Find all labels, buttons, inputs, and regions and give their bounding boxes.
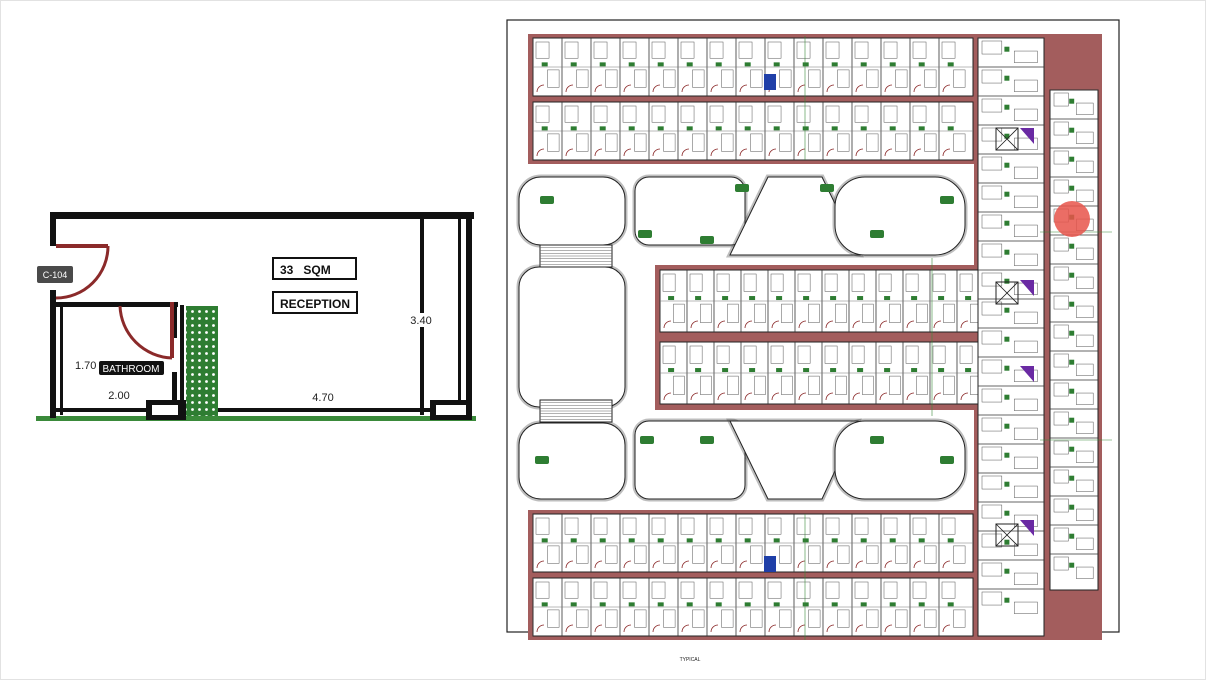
area-box	[272, 257, 357, 280]
ground-line	[36, 416, 476, 421]
bathroom-label: BATHROOM	[102, 364, 159, 375]
courtyard-pods	[516, 174, 968, 502]
bathroom-tag	[99, 361, 164, 375]
north-block-upper	[532, 37, 974, 97]
stair-cores	[764, 36, 1112, 640]
entry-door	[55, 244, 110, 300]
pod-sw	[516, 420, 628, 502]
south-block-lower	[532, 577, 974, 637]
pod-s2	[726, 418, 862, 502]
north-block-lower	[532, 101, 974, 161]
center-block-lower	[659, 341, 986, 405]
pod-n3	[832, 174, 968, 258]
unit-code-tag	[37, 266, 73, 283]
pod-nw	[516, 174, 628, 248]
lattice-screen	[186, 306, 218, 416]
room-name-box	[272, 291, 358, 314]
pod-s1	[632, 418, 748, 502]
floor-plan-caption: TYPICAL	[680, 657, 701, 663]
unit-walls	[50, 212, 474, 420]
pod-stairs	[539, 244, 613, 423]
unit-code-label: C-104	[43, 270, 68, 280]
pod-n2	[726, 174, 864, 258]
dimension-height: 3.40	[410, 315, 431, 327]
area-label: 33 SQM	[280, 263, 331, 277]
south-block-upper	[532, 513, 974, 573]
dimension-width: 4.70	[312, 392, 333, 404]
dimension-bath-height: 1.70	[75, 360, 96, 372]
dimension-bath-width: 2.00	[108, 390, 129, 402]
bathroom-door	[118, 302, 174, 360]
room-name-label: RECEPTION	[280, 297, 350, 311]
pod-west	[516, 264, 628, 410]
pod-s3	[832, 418, 968, 502]
highlight-marker	[1054, 201, 1090, 237]
center-block-upper	[659, 269, 986, 333]
east-block-outer	[1049, 89, 1099, 591]
